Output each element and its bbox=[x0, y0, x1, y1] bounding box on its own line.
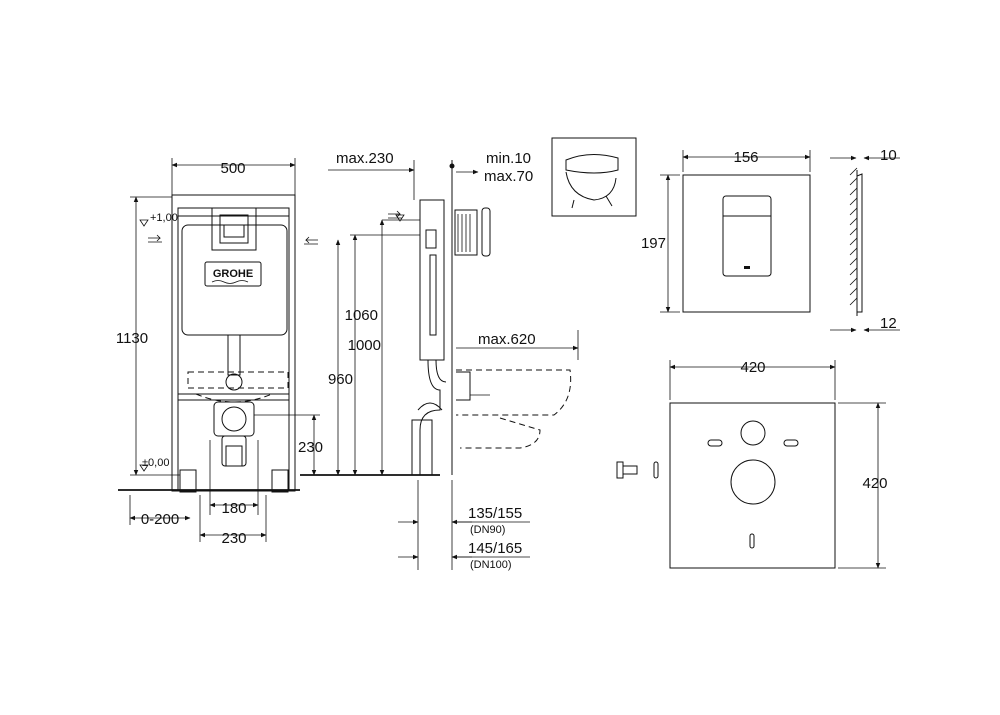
dim-max-70: max.70 bbox=[484, 168, 533, 185]
dim-max-620: max.620 bbox=[478, 331, 536, 348]
flush-plate bbox=[682, 174, 811, 313]
dim-1130: 1130 bbox=[116, 330, 148, 347]
fixing-screw-icon bbox=[616, 461, 624, 479]
dim-500: 500 bbox=[220, 160, 245, 177]
dim-156: 156 bbox=[733, 149, 758, 166]
dim-0-200: 0-200 bbox=[141, 511, 179, 528]
mat-hole-top bbox=[740, 420, 766, 446]
dim-145-165: 145/165 bbox=[468, 540, 522, 557]
dn100: (DN100) bbox=[470, 559, 512, 571]
toilet-seat-icon bbox=[565, 154, 619, 174]
water-inlet-right-icon bbox=[304, 236, 318, 245]
flush-bend bbox=[225, 373, 243, 391]
dim-420-width: 420 bbox=[740, 359, 765, 376]
dim-230-side: 230 bbox=[298, 439, 323, 456]
grohe-logo: GROHE bbox=[213, 268, 253, 280]
dim-max-230: max.230 bbox=[336, 150, 394, 167]
dim-230-bottom: 230 bbox=[221, 530, 246, 547]
dim-1000: 1000 bbox=[348, 337, 381, 354]
frame-leg-right bbox=[271, 469, 289, 493]
mat-slot-left bbox=[707, 439, 723, 447]
dim-180: 180 bbox=[221, 500, 246, 517]
mat-hole-drain bbox=[730, 459, 776, 505]
toilet-profile-dashed bbox=[456, 369, 572, 416]
mat-view: 420 420 bbox=[616, 359, 888, 569]
dim-420-height: 420 bbox=[862, 475, 887, 492]
inlet-side-icon bbox=[388, 210, 402, 219]
front-view: GROHE 500 1130 +1,00 ±0,00 bbox=[116, 158, 323, 547]
side-view: max.230 min.10 max.70 1060 1000 960 max.… bbox=[300, 150, 579, 571]
grohe-logo-box bbox=[204, 261, 262, 287]
dim-197: 197 bbox=[641, 235, 666, 252]
dim-12: 12 bbox=[880, 315, 897, 332]
actuator-side bbox=[454, 209, 478, 256]
sound-mat bbox=[669, 402, 836, 569]
level-zero: ±0,00 bbox=[142, 457, 169, 469]
dn90: (DN90) bbox=[470, 524, 505, 536]
dim-10: 10 bbox=[880, 147, 897, 164]
dim-1060: 1060 bbox=[345, 307, 378, 324]
water-inlet-left-icon bbox=[148, 234, 162, 243]
frame-leg-left bbox=[179, 469, 197, 493]
level-plus-1: +1,00 bbox=[150, 212, 178, 224]
cistern bbox=[181, 224, 288, 336]
toilet-preview bbox=[551, 137, 637, 217]
dim-960: 960 bbox=[328, 371, 353, 388]
frame-outline bbox=[171, 194, 296, 492]
mat-slot-right bbox=[783, 439, 799, 447]
frame-profile bbox=[419, 199, 445, 361]
plate-view: 156 197 10 12 bbox=[641, 147, 900, 333]
flush-button bbox=[722, 195, 772, 277]
dim-135-155: 135/155 bbox=[468, 505, 522, 522]
dim-min-10: min.10 bbox=[486, 150, 531, 167]
flush-opening bbox=[211, 207, 257, 251]
toilet-preview-frame bbox=[551, 137, 637, 217]
